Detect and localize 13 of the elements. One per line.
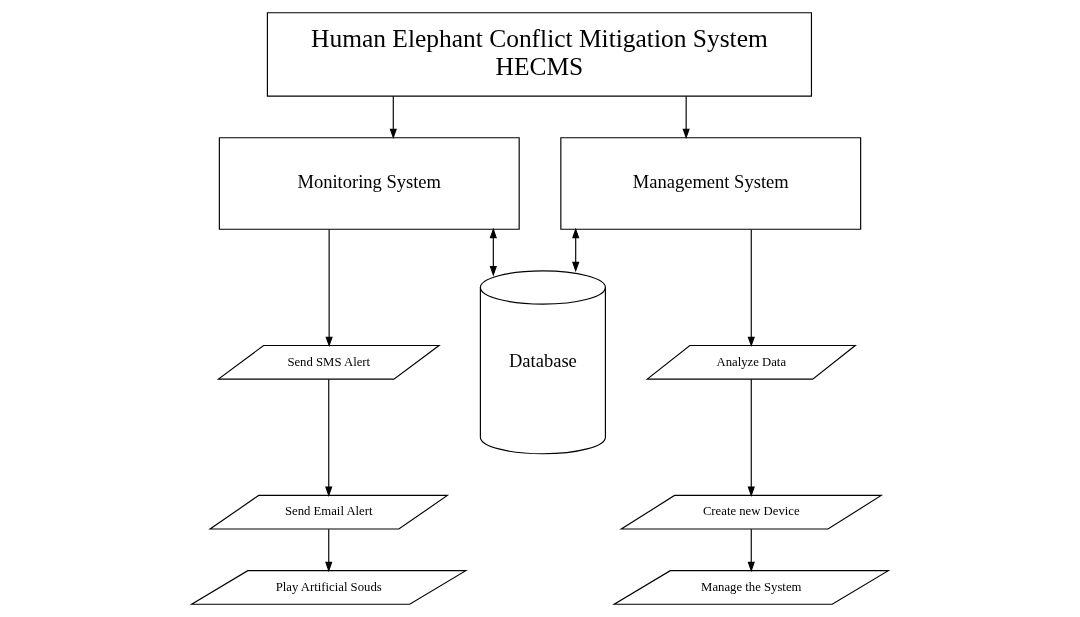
arrow (489, 227, 497, 277)
arrow (325, 528, 333, 573)
arrow (389, 95, 397, 140)
arrow (747, 528, 755, 573)
arrow (572, 227, 580, 273)
node-box: Human Elephant Conflict Mitigation System HECMS (266, 12, 813, 97)
node-box: Management System (560, 137, 862, 230)
arrow (747, 378, 755, 497)
arrow (747, 228, 755, 348)
arrow (682, 95, 690, 140)
arrow (325, 228, 333, 348)
node-box: Monitoring System (218, 137, 520, 230)
arrow (325, 378, 333, 497)
